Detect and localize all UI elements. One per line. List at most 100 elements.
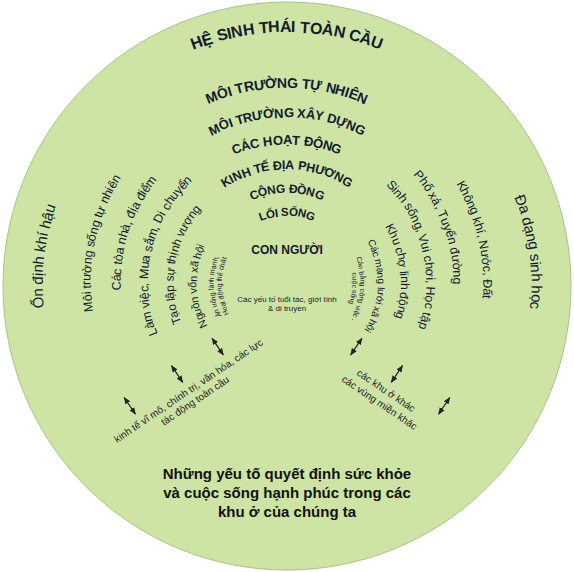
glyph: g (449, 278, 465, 285)
glyph (479, 275, 495, 279)
glyph: ớ (477, 257, 493, 267)
glyph: i (422, 277, 438, 280)
glyph: n (448, 270, 464, 278)
band-text: Ăn uống lành mạnh, Hoạt động thể chất (206, 251, 232, 321)
glyph: h (526, 273, 545, 282)
glyph: h (527, 285, 546, 294)
glyph: M (137, 268, 153, 279)
glyph: ợ (394, 258, 410, 268)
band-title: CỘNG ĐỒNG (245, 180, 329, 205)
glyph: h (30, 255, 50, 265)
glyph: , (137, 283, 153, 287)
glyph (162, 282, 177, 285)
ecosystem-title: HỆ SINH THÁI TOÀN CẦU (184, 14, 390, 56)
band-text: Nguồn vốn xã hội (185, 237, 212, 333)
glyph: g (358, 283, 367, 287)
glyph: H (268, 17, 281, 38)
glyph (216, 282, 225, 284)
glyph: g (374, 278, 387, 284)
glyph: t (80, 285, 96, 289)
band-title: CÁC HOẠT ĐỘNG (227, 130, 347, 160)
glyph: n (374, 272, 387, 279)
glyph: ư (80, 272, 96, 281)
glyph: g (216, 284, 225, 288)
glyph: Ờ (262, 106, 275, 123)
glyph: c (419, 301, 435, 310)
band-title: MÔI TRƯỜNG TỰ NHIÊN (201, 72, 374, 109)
glyph: A (285, 158, 294, 174)
glyph: ằ (357, 275, 366, 280)
glyph: c (526, 301, 545, 310)
glyph: g (523, 240, 543, 251)
glyph: H (241, 19, 255, 40)
glyph: Ự (309, 76, 323, 95)
glyph: n (187, 276, 201, 283)
glyph: h (396, 282, 411, 289)
glyph: n (526, 264, 545, 274)
glyph: G (283, 105, 293, 121)
band-text: Các mạng lưới xã hội (359, 235, 388, 338)
glyph: G (287, 75, 298, 93)
glyph (422, 283, 438, 287)
glyph: ờ (80, 264, 96, 273)
glyph: Ị (281, 158, 285, 174)
double-arrow (172, 366, 183, 383)
ecosystem-label: Ổn định khí hậu (26, 196, 62, 315)
band-title: KINH TẾ ĐỊA PHƯƠNG (217, 156, 357, 193)
glyph: Y (314, 108, 326, 126)
glyph: c (478, 265, 494, 272)
glyph: n (29, 264, 48, 274)
double-arrow (439, 398, 450, 415)
glyph: Đ (479, 279, 495, 288)
glyph: n (208, 281, 217, 285)
glyph: á (110, 274, 126, 281)
glyph: g (208, 291, 217, 296)
glyph: n (356, 265, 365, 271)
glyph: ố (187, 282, 201, 288)
glyph (137, 279, 153, 283)
glyph: Ế (260, 160, 271, 177)
glyph: h (216, 276, 225, 281)
band-text: Môi trường sống tự nhiên (78, 169, 127, 317)
glyph: Ư (252, 76, 266, 95)
glyph: s (162, 276, 177, 283)
double-arrow (391, 366, 402, 383)
glyph: Á (280, 17, 292, 37)
glyph: ậ (163, 291, 179, 299)
double-arrow (124, 398, 135, 415)
glyph: G (276, 182, 286, 198)
glyph: ấ (478, 288, 494, 296)
glyph: p (162, 285, 177, 292)
band-title: MÔI TRƯỜNG XÂY DỰNG (204, 103, 370, 140)
glyph: T (258, 18, 270, 39)
glyph: S (281, 205, 289, 220)
glyph: , (478, 272, 494, 276)
glyph: H (262, 133, 273, 150)
glyph: Ạ (283, 132, 292, 148)
glyph: ọ (526, 293, 545, 302)
glyph: c (110, 268, 126, 275)
glyph: v (187, 288, 201, 295)
glyph: Ổ (29, 296, 48, 309)
band-title: LỐI SỐNG (254, 203, 320, 226)
glyph: T (300, 17, 311, 38)
double-arrow (351, 338, 362, 355)
glyph: ự (163, 267, 179, 276)
glyph: l (208, 288, 217, 290)
glyph: T (292, 132, 301, 149)
glyph: r (80, 281, 96, 285)
glyph: M (81, 301, 98, 313)
ecosystem-label: Đa dạng sinh học (509, 188, 548, 318)
glyph: ộ (350, 280, 359, 284)
glyph: Ờ (264, 75, 277, 93)
glyph: O (272, 132, 283, 149)
glyph: ơ (421, 268, 437, 277)
glyph: , (422, 280, 438, 284)
glyph: N (274, 105, 284, 122)
glyph: c (137, 286, 153, 293)
glyph: I (291, 17, 296, 37)
glyph: u (349, 276, 358, 280)
glyph: n (29, 288, 48, 297)
glyph (29, 284, 48, 288)
